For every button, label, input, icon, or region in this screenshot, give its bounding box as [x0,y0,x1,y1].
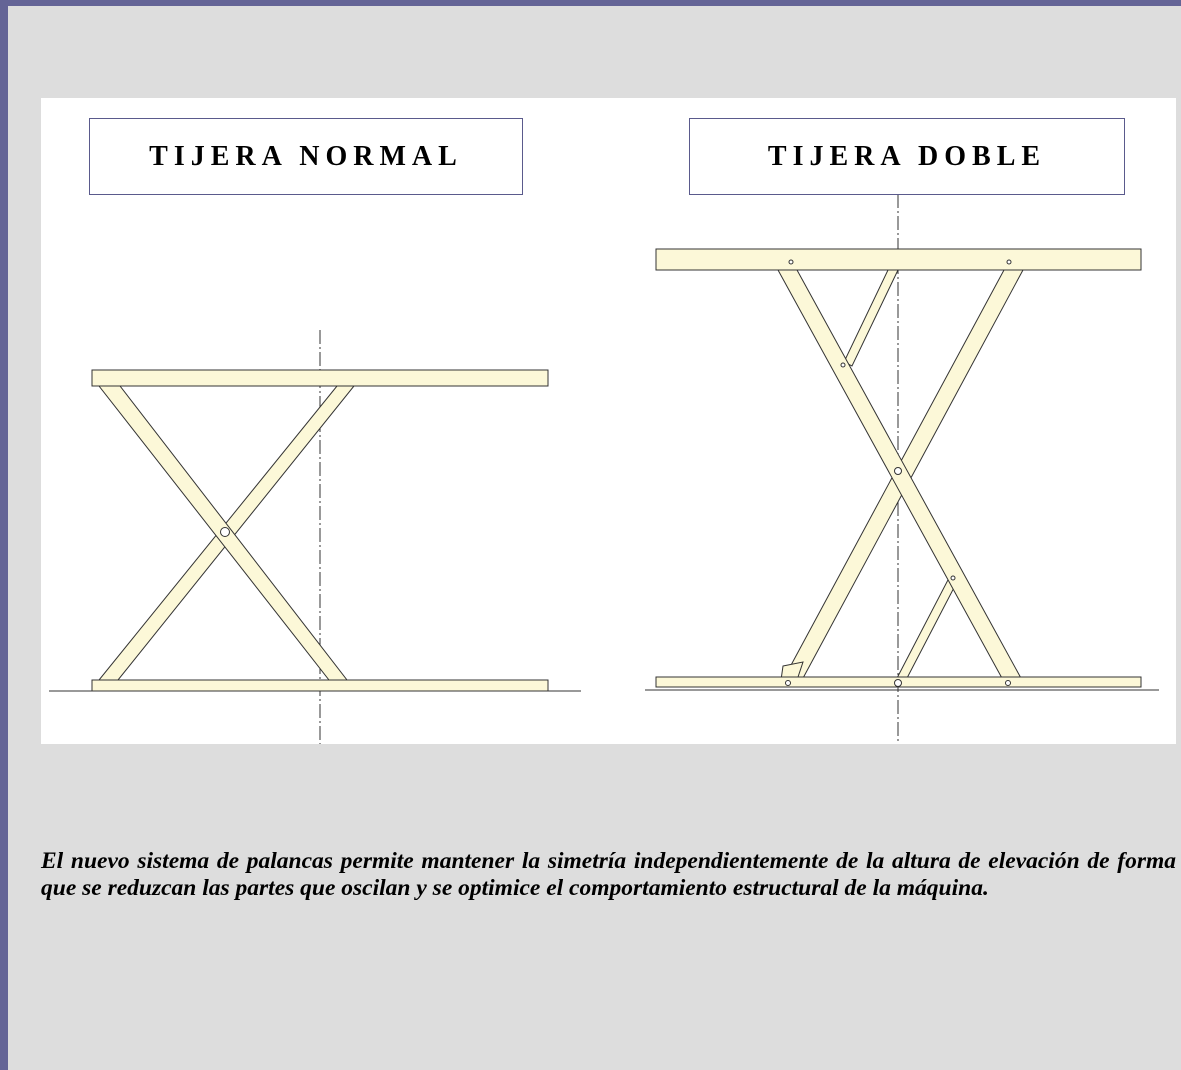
double-link-upper [843,269,899,367]
caption-text: El nuevo sistema de palancas permite man… [41,848,1176,901]
double-base-pin-left [785,680,791,686]
normal-center-pin [220,527,230,537]
double-top-pin-left [788,259,794,265]
double-title-box: TIJERA DOBLE [689,118,1125,195]
double-base-pin-right [1005,680,1011,686]
drawing-panel: TIJERA NORMAL TIJERA DOBLE [41,98,1176,744]
double-scissor-diagram [645,194,1159,744]
scissor-lift-diagrams [49,194,1159,744]
normal-base [91,679,549,692]
double-title: TIJERA DOBLE [767,140,1047,172]
normal-title: TIJERA NORMAL [149,140,463,172]
normal-title-box: TIJERA NORMAL [89,118,523,195]
double-platform [655,248,1142,271]
double-base-pin-center [894,679,902,687]
normal-scissor-diagram [49,330,581,744]
double-center-pin [894,467,902,475]
double-top-pin-right [1006,259,1012,265]
normal-platform [91,369,549,387]
double-arm-pin-upper [840,362,846,368]
double-link-lower [895,575,959,681]
double-arm-pin-lower [950,575,956,581]
